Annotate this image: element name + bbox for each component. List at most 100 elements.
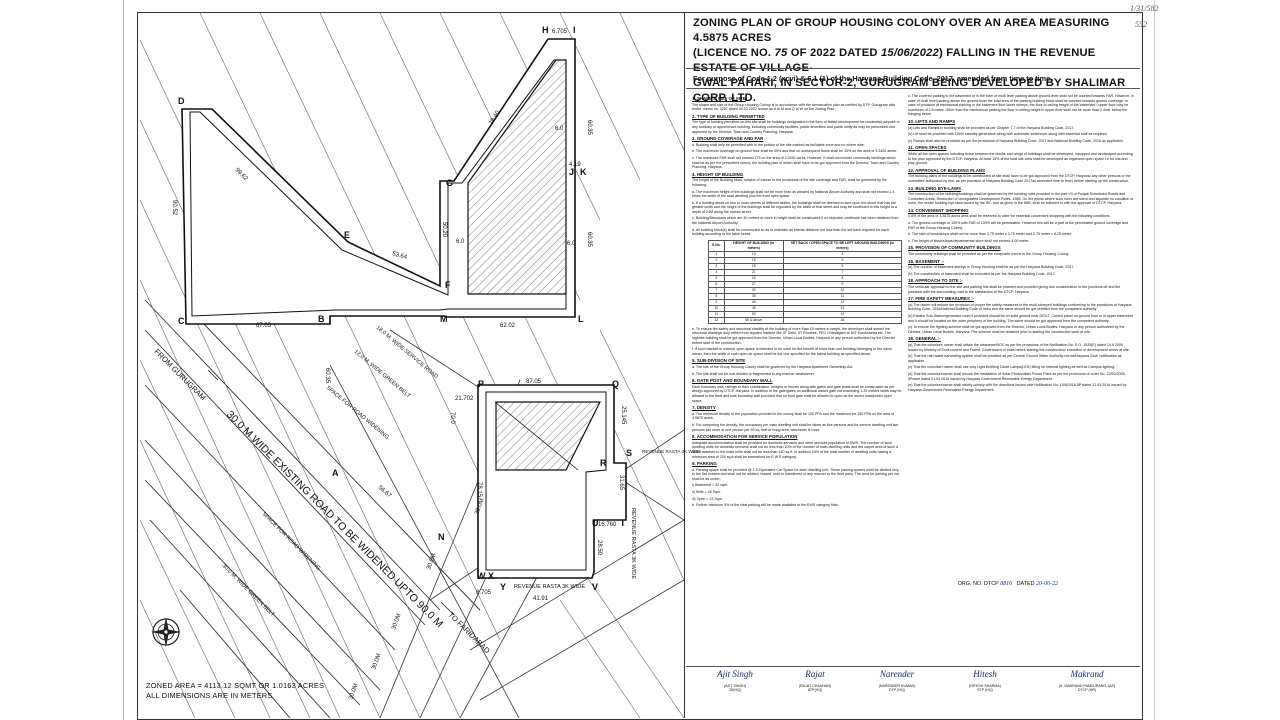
point-label-g: G <box>446 178 453 188</box>
clauses-column-2: c. The covered parking in the basement o… <box>908 94 1134 394</box>
clause-paragraph: c. The maximum FAR shall not exceed 175 … <box>692 155 900 170</box>
point-label-c: C <box>178 316 185 326</box>
title-line-2: (LICENCE NO. 75 OF 2022 DATED 15/06/2022… <box>693 46 1133 76</box>
dim-label: 78.15 <box>476 482 482 498</box>
clause-paragraph: b. The site shall not be sub-divided or … <box>692 371 815 376</box>
clause-heading: 3. GROUND COVERAGE AND FAR <box>692 136 764 142</box>
drg-date-label: DATED <box>1016 581 1035 587</box>
clause-heading: 18. APPROACH TO SITE :- <box>908 278 963 284</box>
clause-paragraph: e. To ensure fire safety and structural … <box>692 326 895 345</box>
signature-separator <box>686 666 1140 667</box>
point-label-r: R <box>600 458 607 468</box>
clause-paragraph: a. Building shall only be permitted with… <box>692 142 865 147</box>
clause-heading: 11. OPEN SPACES <box>908 145 947 151</box>
point-label-x: X <box>488 571 494 581</box>
table-cell: 16 <box>782 316 903 324</box>
green-belt-30-label: 30.0 M. WIDE GREEN BELT <box>221 563 276 618</box>
dim-label: 56.67 <box>377 485 393 500</box>
clause-heading: 2. TYPE OF BUILDING PERMITTED <box>692 113 765 119</box>
point-label-k: K <box>580 167 587 177</box>
signatory-role: STP (HQ) <box>977 688 993 693</box>
clause-heading: 14. CONVENIENT SHOPPING <box>908 207 969 213</box>
clause-paragraph: a. The site of the Group Housing Colony … <box>692 365 854 369</box>
clause-paragraph: (a) The number of basement storeys in Gr… <box>908 265 1075 270</box>
signature-scrawl: Rajat <box>805 669 825 679</box>
signatory-role: DTP (HQ) <box>889 688 905 693</box>
clause-paragraph: While all the open spaces including thos… <box>908 151 1133 166</box>
clause-paragraph: (a) Lifts and Ramps in building shall be… <box>908 125 1075 130</box>
signatory-name: (AJIT SINGH) <box>723 684 747 688</box>
dimensions-note: ALL DIMENSIONS ARE IN METERS <box>146 691 273 700</box>
point-label-q: Q <box>612 379 619 389</box>
dim-label: 50.20 <box>441 222 447 238</box>
point-label-n: N <box>438 532 445 542</box>
clause-paragraph: b. The size of kiosk/shops shall not be … <box>908 232 1072 237</box>
dim-label: 67.05 <box>256 323 272 329</box>
clause-paragraph: The shape and size of the Group Housing … <box>692 102 896 112</box>
dim-label: 6.0 <box>456 239 465 245</box>
point-label-f: F <box>445 280 451 290</box>
clause-paragraph: The construction of the building/buildin… <box>908 192 1134 206</box>
clause-heading: 9. PARKING <box>692 461 717 467</box>
dim-label: 25.145 <box>620 406 626 425</box>
clause-heading: 18. GENERAL :- <box>908 336 941 342</box>
dim-label: 21.702 <box>455 396 474 402</box>
dim-label: 6.0 <box>567 241 576 247</box>
margin-note-2: 552 <box>1135 20 1147 29</box>
signature-3: Narender (NARENDER KUMAR) DTP (HQ) <box>852 669 942 693</box>
clause-paragraph: b. If a building abuts on two or more st… <box>692 200 897 214</box>
subtitle-separator <box>686 88 1140 89</box>
drg-date-value: 20-06-22 <box>1036 581 1059 587</box>
clause-heading: 8. ACCOMMODATION FOR SERVICE POPULATION <box>692 434 798 440</box>
signatory-role: JD(HQ) <box>728 688 742 693</box>
signatory-name: (RAJAT CHAUHAN) <box>798 684 832 688</box>
dim-label: 16.760 <box>598 522 617 528</box>
clause-paragraph: i) Basement = 32 sqm. <box>692 483 729 488</box>
zoned-area-text: ZONED AREA = 4113.12 SQMT OR 1.0163 ACRE… <box>146 681 325 690</box>
clause-paragraph: b. The maximum coverage on ground floor … <box>692 149 898 154</box>
signature-scrawl: Narender <box>879 669 915 679</box>
table-cell: 55 & above <box>723 316 784 324</box>
clause-paragraph: The vehicular approach to the site and p… <box>908 285 1121 294</box>
dim-label: 41.91 <box>533 596 549 602</box>
table-header-cell: S.No. <box>708 239 725 252</box>
clause-heading: 12. APPROVAL OF BUILDING PLANS <box>908 167 986 173</box>
clause-paragraph: (a) The owner will ensure the provision … <box>908 302 1132 312</box>
clause-paragraph: (c) That the coloniser/ owner shall use … <box>908 365 1116 370</box>
table-header-row: S.No.HEIGHT OF BUILDING (in meters)SET B… <box>708 239 903 252</box>
point-label-u: U <box>592 518 599 528</box>
dim-label: 53.64 <box>391 251 408 261</box>
title-licence-prefix: (LICENCE NO. <box>693 47 772 59</box>
clause-paragraph: The type of building permitted on this s… <box>692 120 900 134</box>
clause-paragraph: The building plans of the buildings to b… <box>908 174 1131 183</box>
north-arrow-icon <box>151 617 181 647</box>
title-licence-date: 15/06/2022 <box>880 47 939 59</box>
signatory-name: (NARENDER KUMAR) <box>878 684 916 688</box>
clause-paragraph: (d) That the coloniser/owner shall ensur… <box>908 371 1126 381</box>
signature-1: Ajit Singh (AJIT SINGH) JD(HQ) <box>690 670 780 693</box>
plot-inner-east <box>485 391 607 571</box>
point-label-a: A <box>332 468 339 478</box>
point-label-b: B <box>318 314 325 324</box>
signatory-name: (K. MAKRAND PANDURANG, IAS) <box>1058 684 1116 688</box>
clause-paragraph: Adequate accommodation shall be provided… <box>692 440 898 459</box>
signature-block: Ajit Singh (AJIT SINGH) JD(HQ) Rajat (RA… <box>690 669 1136 712</box>
clause-paragraph: f. If such blanket or exterior open spac… <box>692 347 892 356</box>
clause-paragraph: (b) Electric Sub-Station/generator room … <box>908 313 1133 323</box>
table-cell: 12 <box>708 316 725 324</box>
clause-paragraph: (c) Ramps shall also be provided as per … <box>908 138 1124 143</box>
title-line-1: ZONING PLAN OF GROUP HOUSING COLONY OVER… <box>693 17 1110 44</box>
clause-paragraph: b. Further minimum 5% of the total parki… <box>692 503 839 508</box>
road-hatch-lines <box>139 13 684 718</box>
clause-paragraph: a. The ground coverage of 100% with FAR … <box>908 221 1129 230</box>
point-label-l: L <box>578 314 584 324</box>
clause-paragraph: iii) Open = 23 Sqm. <box>692 496 723 501</box>
dim-label: 60.35 <box>586 120 592 136</box>
revenue-rasta-s: REVENUE RASTA 3K WIDE <box>642 449 700 454</box>
dim-label: 30.0M <box>474 498 485 516</box>
clause-paragraph: (b) Lift shall be provided with 100% sta… <box>908 132 1108 137</box>
height-setback-table: S.No.HEIGHT OF BUILDING (in meters)SET B… <box>708 239 903 324</box>
point-label-p: P <box>478 379 484 389</box>
zoned-area-note: ZONED AREA = 4113.12 SQMT OR 1.0163 ACRE… <box>146 681 324 701</box>
